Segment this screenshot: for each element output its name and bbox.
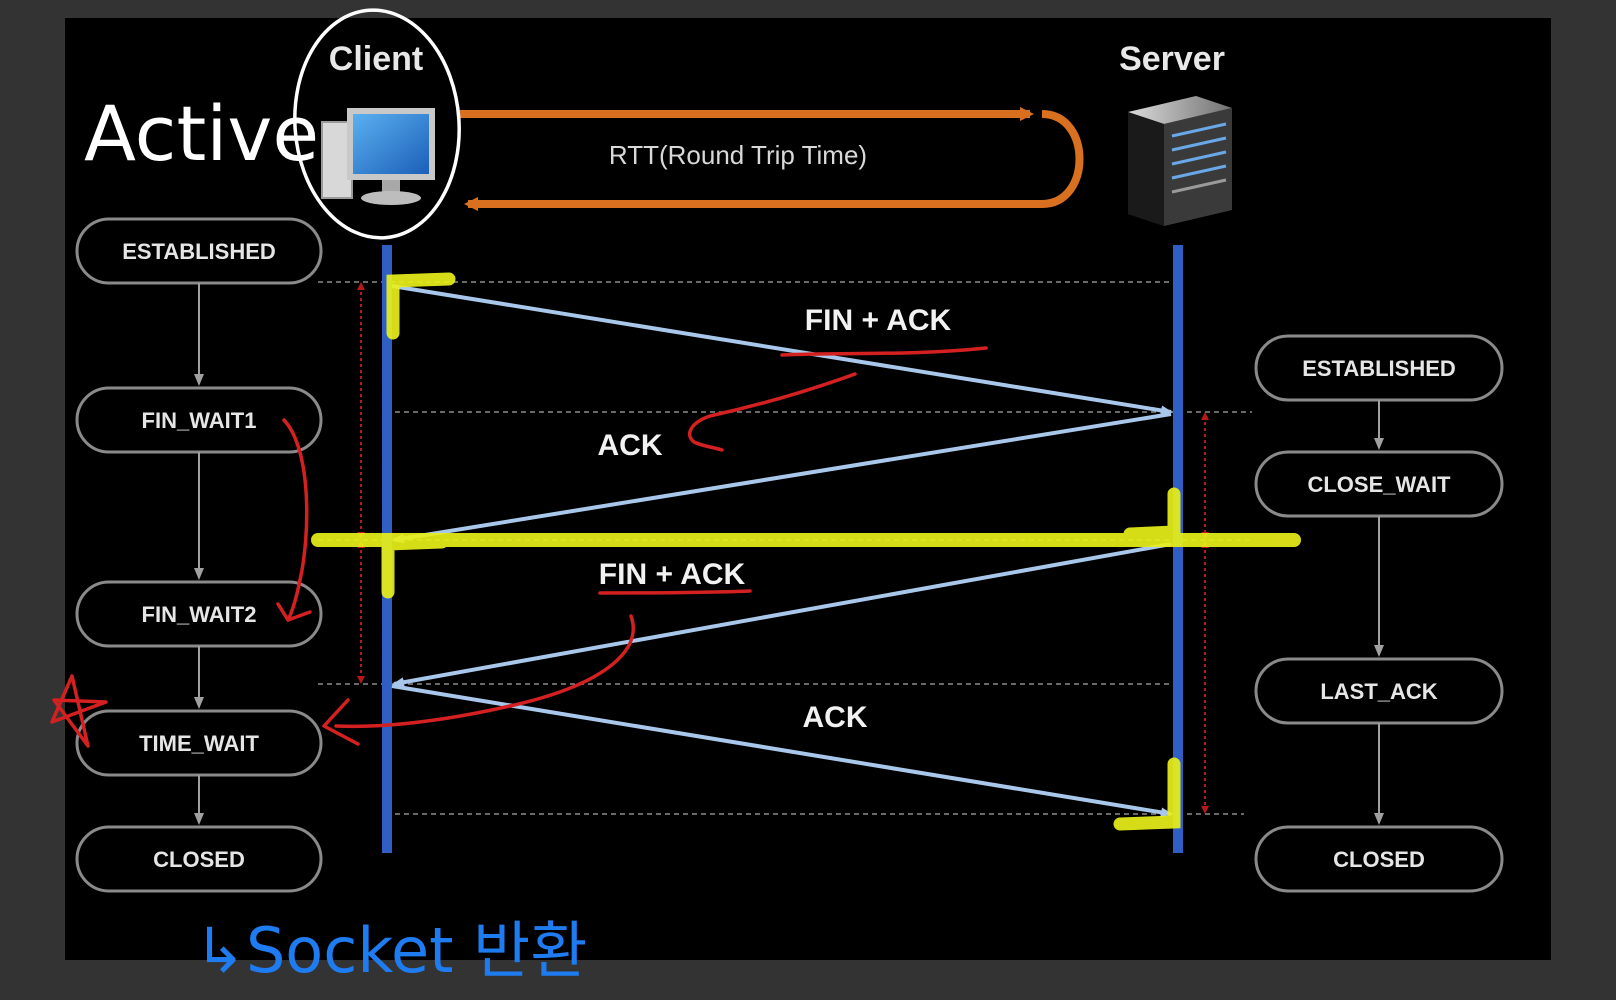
highlighter-marks (311, 272, 1301, 831)
ack-arrow-2 (391, 684, 1173, 818)
active-annotation: Active (84, 89, 319, 178)
client-state-fin-wait2: FIN_WAIT2 (142, 602, 257, 627)
server-state-machine: ESTABLISHED CLOSE_WAIT LAST_ACK CLOSED (1254, 334, 1504, 893)
server-state-established: ESTABLISHED (1302, 356, 1456, 381)
red-pen-annotations (50, 346, 988, 748)
server-state-closed: CLOSED (1333, 847, 1425, 872)
server-lifeline (1173, 245, 1183, 853)
server-state-close-wait: CLOSE_WAIT (1307, 472, 1451, 497)
rtt-measure-arrows (357, 282, 1209, 814)
socket-return-annotation: ↳Socket 반환 (194, 914, 587, 987)
msg-ack-1: ACK (598, 429, 663, 462)
msg-ack-2: ACK (803, 701, 868, 734)
fin-ack-arrow-1 (391, 284, 1173, 416)
client-circle-annotation (293, 8, 461, 240)
msg-fin-ack-1: FIN + ACK (805, 304, 952, 337)
diagram-panel (65, 18, 1551, 960)
server-state-box (1254, 825, 1504, 893)
msg-fin-ack-2: FIN + ACK (599, 558, 746, 591)
client-state-box (75, 825, 323, 893)
rtt-loop-arrow (458, 107, 1084, 211)
rtt-label: RTT(Round Trip Time) (609, 140, 867, 170)
client-state-machine: ESTABLISHED FIN_WAIT1 FIN_WAIT2 TIME_WAI… (75, 217, 323, 893)
client-state-closed: CLOSED (153, 847, 245, 872)
client-state-time-wait: TIME_WAIT (139, 731, 259, 756)
fin-ack-arrow-2 (392, 542, 1172, 688)
server-header: Server (1119, 40, 1225, 78)
client-computer-icon (321, 108, 435, 205)
client-state-established: ESTABLISHED (122, 239, 276, 264)
client-state-fin-wait1: FIN_WAIT1 (142, 408, 257, 433)
server-state-last-ack: LAST_ACK (1320, 679, 1437, 704)
ack-arrow-1 (392, 412, 1172, 544)
client-header: Client (329, 40, 423, 78)
server-icon (1128, 96, 1232, 226)
message-arrows (391, 284, 1173, 818)
